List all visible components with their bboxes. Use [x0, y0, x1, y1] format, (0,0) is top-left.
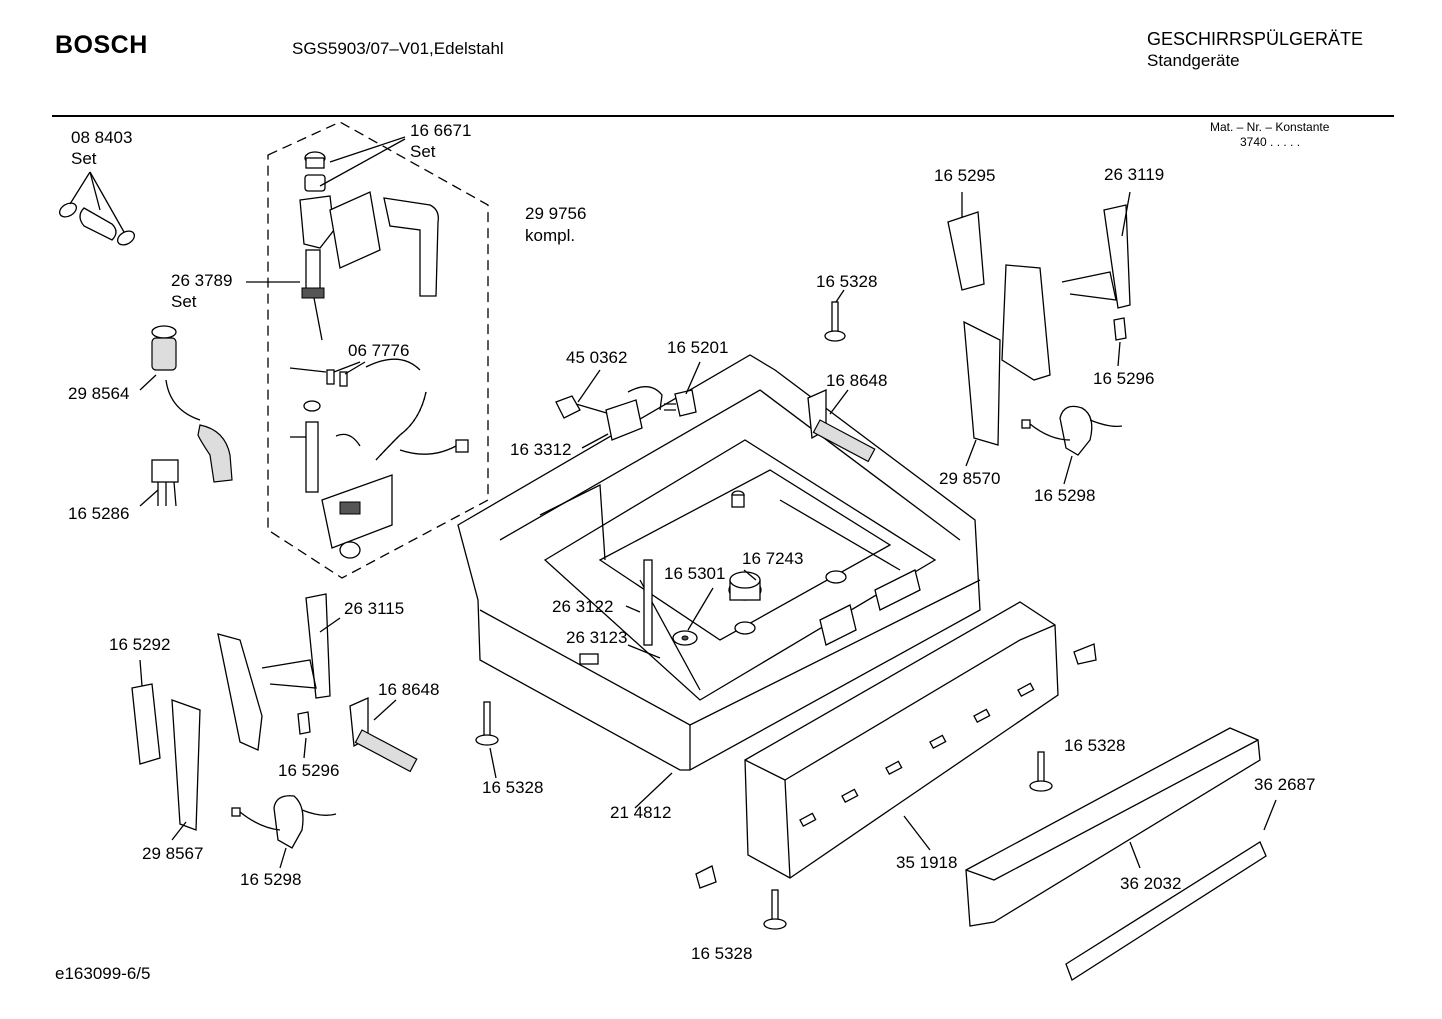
screw-part	[1073, 643, 1097, 665]
callout-362032: 36 2032	[1120, 874, 1181, 893]
coiled-hose-part	[335, 391, 469, 461]
header-divider	[52, 115, 1394, 117]
material-value: 3740 . . . . .	[1240, 135, 1301, 149]
callout-299756: 29 9756	[525, 204, 586, 223]
plinth-panel-part	[744, 601, 1059, 879]
rod-bracket-part	[303, 400, 393, 559]
callout-166671-note: Set	[410, 142, 436, 161]
inlet-valve-part	[299, 151, 439, 341]
callout-168648-left: 16 8648	[378, 680, 439, 699]
callout-263119: 26 3119	[1104, 165, 1164, 184]
heater-cable-part	[555, 386, 697, 441]
callout-167243: 16 7243	[742, 549, 803, 568]
callout-298570: 29 8570	[939, 469, 1000, 488]
hose-clamp-set-part	[58, 171, 136, 246]
callout-088403: 08 8403	[71, 128, 132, 147]
callout-165298-left: 16 5298	[240, 870, 301, 889]
screw-part	[1029, 751, 1053, 792]
callout-165328-mid: 16 5328	[482, 778, 543, 797]
screw-part	[475, 701, 499, 746]
callout-165295: 16 5295	[934, 166, 995, 185]
callout-165328-bottom: 16 5328	[691, 944, 752, 963]
cable-connectors-part	[289, 358, 421, 387]
callout-165286: 16 5286	[68, 504, 129, 523]
callout-165328-right: 16 5328	[1064, 736, 1125, 755]
callout-165296-right: 16 5296	[1093, 369, 1154, 388]
drawing-reference: e163099-6/5	[55, 964, 151, 983]
callout-263123: 26 3123	[566, 628, 627, 647]
model-number: SGS5903/07–V01,Edelstahl	[292, 39, 504, 58]
category-title: GESCHIRRSPÜLGERÄTE	[1147, 29, 1364, 49]
screw-part	[763, 889, 787, 930]
left-hinge-bracket-part	[131, 593, 418, 849]
spring-hose-part	[151, 325, 233, 483]
callout-263122: 26 3122	[552, 597, 613, 616]
callout-450362: 45 0362	[566, 348, 627, 367]
callout-165296-left: 16 5296	[278, 761, 339, 780]
callout-067776: 06 7776	[348, 341, 409, 360]
callout-166671: 16 6671	[410, 121, 471, 140]
clip-part	[151, 459, 179, 507]
screw-part	[695, 865, 717, 889]
category-subtitle: Standgeräte	[1147, 51, 1240, 70]
callout-214812: 21 4812	[610, 803, 671, 822]
right-hinge-bracket-part	[947, 204, 1131, 456]
material-label: Mat. – Nr. – Konstante	[1210, 120, 1330, 134]
callout-165301: 16 5301	[664, 564, 725, 583]
brand-logo: BOSCH	[55, 31, 148, 59]
callout-362687: 36 2687	[1254, 775, 1315, 794]
callout-263115: 26 3115	[344, 599, 404, 618]
kickboard-part	[965, 727, 1267, 981]
spring-part	[807, 388, 876, 463]
callout-298564: 29 8564	[68, 384, 129, 403]
callout-299756-note: kompl.	[525, 226, 575, 245]
callout-165201: 16 5201	[667, 338, 728, 357]
callout-165298-right: 16 5298	[1034, 486, 1095, 505]
callout-165328-top: 16 5328	[816, 272, 877, 291]
callout-163312: 16 3312	[510, 440, 571, 459]
callout-298567: 29 8567	[142, 844, 203, 863]
callout-263789-note: Set	[171, 292, 197, 311]
callout-263789: 26 3789	[171, 271, 232, 290]
callout-168648-right: 16 8648	[826, 371, 887, 390]
base-tub-part	[457, 354, 981, 771]
screw-part	[824, 301, 846, 342]
callout-351918: 35 1918	[896, 853, 957, 872]
callout-165292: 16 5292	[109, 635, 170, 654]
callout-088403-note: Set	[71, 149, 97, 168]
